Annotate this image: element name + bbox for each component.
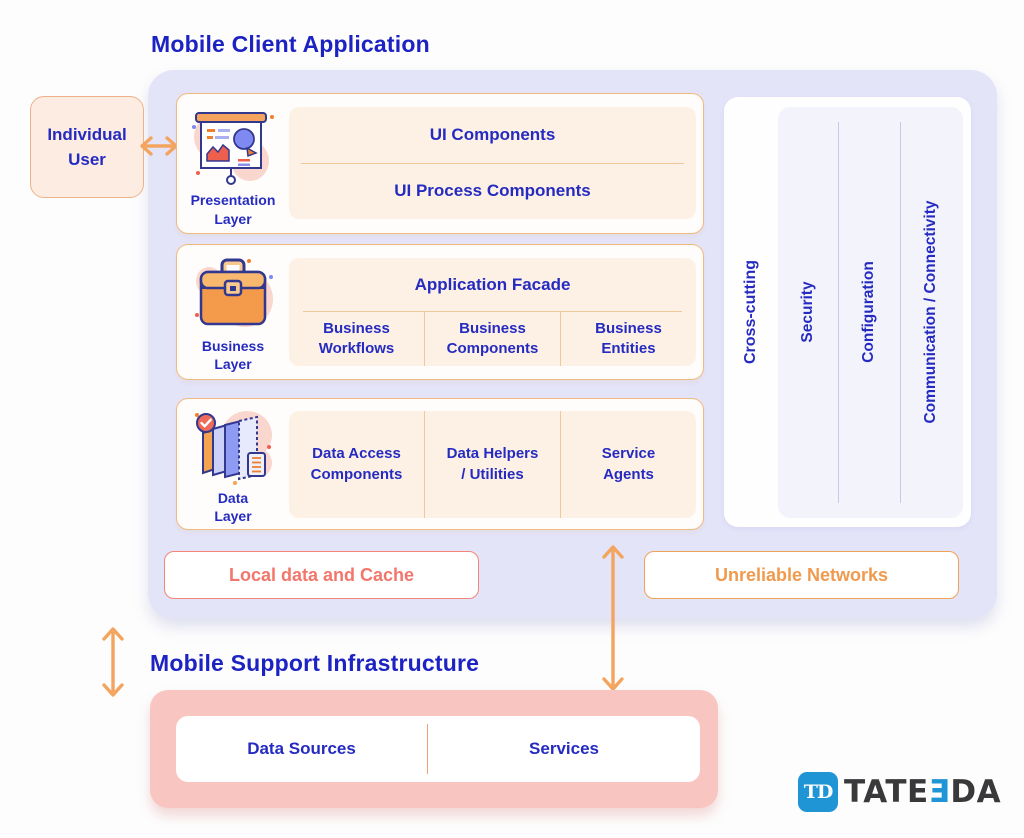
individual-user-line1: Individual [47, 124, 127, 144]
divider [427, 724, 429, 774]
individual-user-box: Individual User [30, 96, 144, 198]
data-layer-icon [195, 410, 272, 485]
presentation-layer-icon [192, 112, 274, 186]
data-layer-label-line1: Data [217, 489, 249, 506]
services-cell: Services [529, 739, 599, 758]
divider [303, 311, 682, 312]
unreliable-networks-box: Unreliable Networks [644, 551, 959, 599]
security-label: Security [799, 281, 816, 343]
presentation-layer-label-line1: Presentation [190, 192, 276, 209]
local-data-cache-box: Local data and Cache [164, 551, 479, 599]
app-infra-arrow-left-icon [102, 627, 124, 697]
presentation-layer-label-line2: Layer [214, 210, 252, 227]
presentation-layer-icon-col: Presentation Layer [177, 94, 289, 233]
infrastructure-title: Mobile Support Infrastructure [150, 650, 480, 676]
tateeda-logo-icon: TD [798, 772, 838, 812]
divider [900, 122, 901, 503]
presentation-layer-box: Presentation Layer UI Components UI Proc… [176, 93, 704, 234]
divider [838, 122, 839, 503]
cross-cutting-inner-panel [778, 107, 963, 518]
configuration-label: Configuration [860, 261, 877, 363]
data-layer-icon-col: Data Layer [177, 399, 289, 529]
ui-process-components-cell: UI Process Components [394, 181, 591, 201]
app-infra-arrow-right-icon [602, 545, 624, 691]
ui-components-cell: UI Components [429, 124, 556, 144]
data-helpers-utilities-cell: Data Helpers/ Utilities [424, 411, 560, 518]
business-layer-icon [195, 258, 273, 327]
client-app-title: Mobile Client Application [151, 31, 430, 57]
business-layer-label-line1: Business [201, 337, 265, 354]
ui-components-group: UI Components UI Process Components [289, 107, 696, 219]
business-layer-label-line2: Layer [214, 356, 252, 372]
infrastructure-inner: Data Sources Services [176, 716, 700, 782]
data-sources-cell: Data Sources [247, 739, 356, 758]
cross-cutting-label: Cross-cutting [742, 260, 759, 364]
individual-user-line2: User [68, 150, 106, 169]
application-facade-cell: Application Facade [414, 274, 571, 294]
divider [301, 162, 684, 164]
data-layer-label-line2: Layer [214, 508, 252, 524]
communication-connectivity-label: Communication / Connectivity [922, 200, 939, 424]
business-layer-box: Business Layer Application Facade Busine… [176, 244, 704, 380]
business-layer-icon-col: Business Layer [177, 245, 289, 379]
